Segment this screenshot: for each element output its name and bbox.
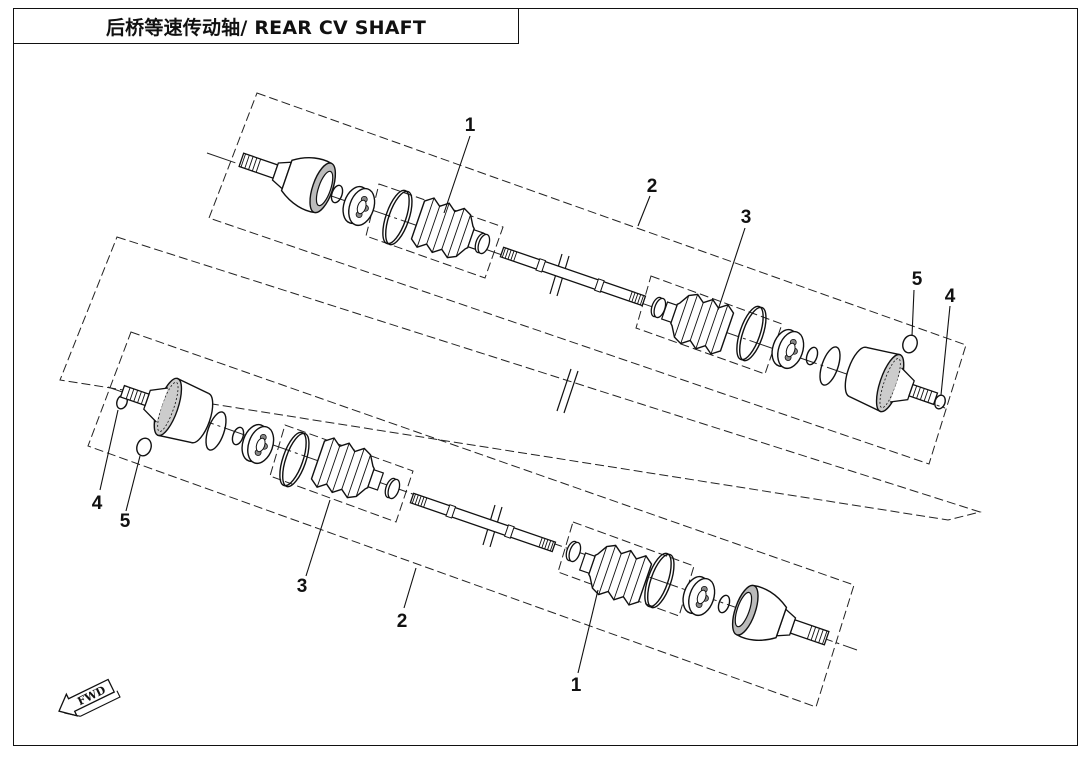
bottom-bearing-cage	[236, 420, 279, 468]
bottom-small-clamp	[382, 476, 403, 501]
bottom-boot-2	[573, 536, 655, 609]
bottom-snap-ring-2	[715, 593, 733, 615]
top-callout-4: 4	[945, 286, 956, 307]
bottom-callout-1: 1	[571, 675, 582, 696]
drawing-frame	[13, 8, 1078, 746]
bottom-boot-kit-frame-1	[557, 521, 695, 617]
top-callout-1: 1	[465, 115, 476, 136]
bottom-callout-2: 2	[397, 611, 408, 632]
top-ring-4	[934, 394, 946, 410]
bottom-callout-5: 5	[120, 511, 131, 532]
bottom-inner-cv-joint	[112, 362, 220, 451]
top-axle-shaft	[499, 245, 647, 308]
top-ring-5	[902, 334, 918, 354]
bottom-boot-kit-frame-3	[269, 424, 414, 523]
bottom-group-frame	[87, 331, 855, 708]
top-group-frame	[208, 92, 967, 465]
top-boot-2	[655, 285, 737, 358]
top-assembly: 1 2 3 5 4	[206, 92, 967, 465]
top-bearing-cage-2	[766, 325, 809, 373]
top-boot-kit-frame-1	[365, 183, 504, 279]
bottom-large-clamp	[273, 428, 316, 491]
title-block: 后桥等速传动轴/ REAR CV SHAFT	[13, 8, 519, 44]
diagram-title: 后桥等速传动轴/ REAR CV SHAFT	[105, 16, 426, 39]
bottom-callout-4: 4	[92, 493, 103, 514]
top-callout-2: 2	[647, 176, 658, 197]
bottom-outer-cv-joint	[726, 580, 837, 665]
top-callout-5: 5	[912, 269, 923, 290]
top-inner-cv-joint	[838, 339, 946, 428]
bottom-callout-3: 3	[297, 576, 308, 597]
bottom-bearing-cage-2	[677, 572, 720, 620]
top-snap-ring-2	[803, 345, 821, 367]
top-callout-3: 3	[741, 207, 752, 228]
top-outer-cv-joint	[231, 133, 342, 218]
top-boot-kit-frame-3	[635, 275, 783, 375]
bottom-ring-5	[136, 437, 152, 457]
bottom-assembly: 4 5 3 2 1	[59, 236, 982, 708]
middle-connector-frame	[59, 236, 982, 521]
top-bearing-cage	[337, 182, 380, 230]
bottom-boot	[308, 434, 390, 507]
fwd-arrow-icon: FWD	[58, 678, 121, 717]
top-o-ring	[815, 343, 845, 389]
